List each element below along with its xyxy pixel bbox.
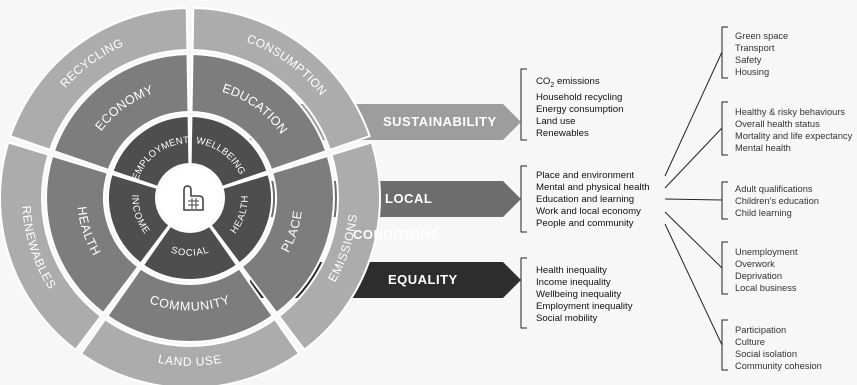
list-item: Participation xyxy=(735,325,787,335)
list-item: Education and learning xyxy=(536,194,635,205)
list-item: Employment inequality xyxy=(536,301,633,312)
list-item: Transport xyxy=(735,43,775,53)
list-item: Overwork xyxy=(735,259,775,269)
list-item: Renewables xyxy=(536,127,589,139)
list-item: CO2 emissions xyxy=(536,76,600,89)
local-conditions-indicator-list: Place and environment Mental and physica… xyxy=(536,170,650,230)
middle-ring-segment-place xyxy=(240,154,335,315)
list-item: Unemployment xyxy=(735,247,798,257)
list-item: People and community xyxy=(536,218,634,229)
list-item: Household recycling xyxy=(536,91,623,103)
education-subdomain-list: Adult qualifications Children's educatio… xyxy=(735,183,819,219)
list-item: Health inequality xyxy=(536,265,607,276)
list-item: Safety xyxy=(735,55,762,65)
middle-ring-segment-community xyxy=(106,267,274,343)
list-item: Mortality and life expectancy xyxy=(735,131,853,141)
list-item: Income inequality xyxy=(536,277,611,288)
list-item: Community cohesion xyxy=(735,361,822,371)
list-item: Land use xyxy=(536,115,576,127)
list-item: Mental and physical health xyxy=(536,182,650,193)
list-item: Healthy & risky behaviours xyxy=(735,107,846,117)
local-conditions-label: LOCAL CONDITIONS xyxy=(353,191,440,242)
list-item: Place and environment xyxy=(536,170,635,181)
place-subdomain-list: Green space Transport Safety Housing xyxy=(735,30,788,78)
list-item: Social mobility xyxy=(536,313,598,324)
outer-ring-segment-recycling xyxy=(9,7,189,152)
middle-ring-label: COMMUNITY xyxy=(148,293,232,314)
hand-logo-icon xyxy=(172,180,208,216)
inner-ring-label: SOCIAL xyxy=(170,244,210,258)
list-item: Energy consumption xyxy=(536,103,624,115)
outer-ring-segment-emissions xyxy=(277,141,381,352)
list-item: Adult qualifications xyxy=(735,184,813,194)
local-conditions-domain-label: LOCAL CONDITIONS xyxy=(353,181,521,242)
list-item: Overall health status xyxy=(735,119,820,129)
outer-ring-segment-land-use xyxy=(79,317,301,385)
list-item: Child learning xyxy=(735,208,792,218)
list-item: Green space xyxy=(735,31,789,41)
list-item: Wellbeing inequality xyxy=(536,289,622,300)
community-subdomain-list: Participation Culture Social isolation C… xyxy=(735,324,822,372)
sustainability-domain-label: SUSTAINABILITY xyxy=(353,104,521,140)
sustainability-label: SUSTAINABILITY xyxy=(383,114,497,129)
inner-ring-segment-social xyxy=(141,224,239,281)
list-item: Culture xyxy=(735,337,765,347)
list-item: Local business xyxy=(735,283,797,293)
list-item: Deprivation xyxy=(735,271,783,281)
equality-indicator-list: Health inequality Income inequality Well… xyxy=(536,265,633,325)
inner-ring-segment-income xyxy=(107,172,171,265)
list-item: Housing xyxy=(735,67,770,77)
inner-ring-segment-wellbeing xyxy=(189,114,269,189)
sustainability-indicator-list: CO2 emissions Household recycling Energy… xyxy=(536,76,623,140)
inner-ring-segment-health xyxy=(209,172,273,265)
middle-ring-segment-economy xyxy=(52,53,190,172)
list-item: Work and local economy xyxy=(536,206,641,217)
middle-ring-segment-education xyxy=(190,53,328,172)
list-item: Mental health xyxy=(735,143,791,153)
economy-subdomain-list: Unemployment Overwork Deprivation Local … xyxy=(735,246,798,294)
inner-ring-segment-employment xyxy=(111,114,191,189)
equality-label: EQUALITY xyxy=(388,272,458,287)
health-subdomain-list: Healthy & risky behaviours Overall healt… xyxy=(735,106,852,154)
list-item: Social isolation xyxy=(735,349,798,359)
outer-ring-segment-consumption xyxy=(191,7,371,152)
middle-ring-segment-health xyxy=(45,154,140,315)
outer-ring-segment-renewables xyxy=(0,141,103,352)
list-item: Children's education xyxy=(735,196,819,206)
equality-domain-label: EQUALITY xyxy=(353,262,521,298)
